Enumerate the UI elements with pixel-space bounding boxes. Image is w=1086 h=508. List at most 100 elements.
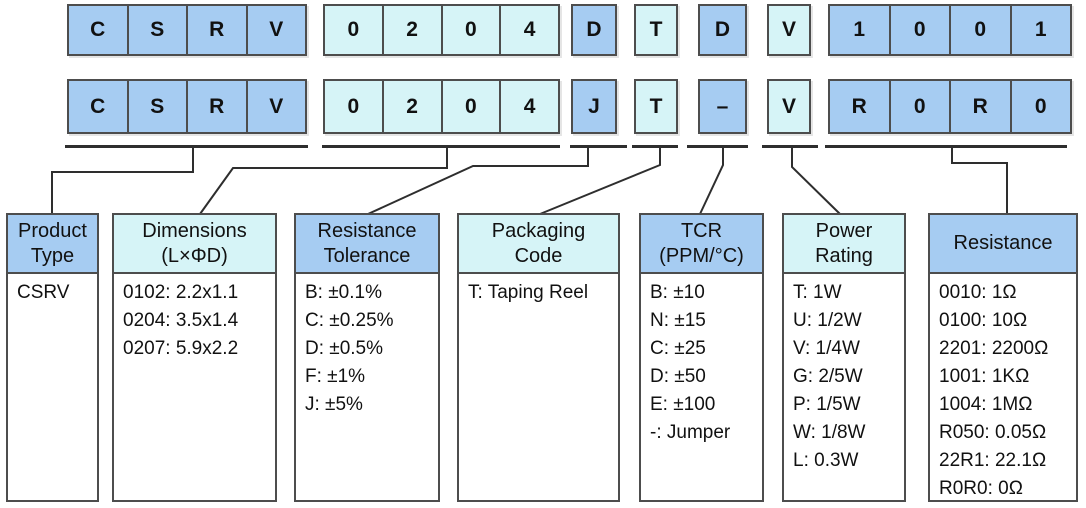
- code-cell: V: [245, 6, 305, 54]
- field-box-title-line: Resistance: [953, 232, 1053, 254]
- field-box-title-line: (L×ΦD): [161, 244, 228, 267]
- code-cell: J: [573, 81, 615, 132]
- field-box-values: T: Taping Reel: [459, 274, 618, 307]
- field-box-value: B: ±10: [650, 282, 705, 303]
- field-box-title-line: Packaging: [491, 219, 586, 242]
- code-group-row1-seg6: V: [767, 4, 811, 56]
- code-group-row1-seg4: T: [634, 4, 678, 56]
- field-box-value: D: ±50: [650, 366, 706, 387]
- field-box-values: B: ±0.1%C: ±0.25%D: ±0.5%F: ±1%J: ±5%: [296, 274, 438, 419]
- code-cell: C: [69, 81, 127, 132]
- code-cell: 0: [888, 6, 949, 54]
- connector-line: [539, 148, 661, 215]
- code-underline-segment: [825, 145, 1067, 148]
- field-box-title: TCR(PPM/°C): [641, 215, 762, 274]
- code-underline-segment: [762, 145, 818, 148]
- code-cell: R: [830, 81, 889, 132]
- field-box-value: F: ±1%: [305, 366, 366, 387]
- code-cell: R: [186, 81, 246, 132]
- code-cell: 0: [440, 81, 500, 132]
- code-underline-segment: [570, 145, 627, 148]
- field-box-value: N: ±15: [650, 310, 706, 331]
- field-box-value: V: 1/4W: [793, 338, 860, 359]
- field-box-values: B: ±10 N: ±15 C: ±25 D: ±50 E: ±100 -: Jumper: [641, 274, 762, 447]
- connector-line: [791, 148, 841, 215]
- code-cell: 0: [888, 81, 949, 132]
- code-cell: D: [573, 6, 615, 54]
- field-box-value: -: Jumper: [650, 422, 731, 443]
- code-group-row2-seg3: J: [571, 79, 617, 134]
- field-box-value: R0R0: 0Ω: [939, 478, 1023, 499]
- field-box-value: C: ±25: [650, 338, 706, 359]
- field-box-title-line: Product: [18, 219, 87, 242]
- code-cell: R: [186, 6, 246, 54]
- field-box-value: P: 1/5W: [793, 394, 861, 415]
- field-box-values: CSRV: [8, 274, 97, 307]
- field-box-value: 1001: 1KΩ: [939, 366, 1030, 387]
- field-box-tcr-ppm-c: TCR(PPM/°C) B: ±10 N: ±15 C: ±25 D: ±50 E: ±1…: [639, 213, 764, 502]
- code-underline-segment: [322, 145, 560, 148]
- field-box-value: 0102: 2.2x1.1: [123, 282, 239, 303]
- code-cell: 2: [381, 6, 441, 54]
- code-cell: S: [126, 6, 186, 54]
- connector-line: [51, 148, 194, 214]
- code-cell: 1: [830, 6, 889, 54]
- field-box-value: 0100: 10Ω: [939, 310, 1028, 331]
- field-box-value: E: ±100: [650, 394, 716, 415]
- connector-line: [367, 148, 589, 215]
- code-cell: 0: [325, 6, 382, 54]
- field-box-title: Resistance: [930, 215, 1076, 274]
- field-box-title-line: TCR: [680, 219, 723, 242]
- code-cell: T: [636, 6, 676, 54]
- field-box-value: CSRV: [17, 282, 70, 303]
- code-cell: V: [769, 6, 809, 54]
- field-box-value: T: 1W: [793, 282, 842, 303]
- field-box-value: B: ±0.1%: [305, 282, 382, 303]
- code-cell: 0: [325, 81, 382, 132]
- field-box-title-line: Dimensions: [142, 219, 247, 242]
- field-box-value: G: 2/5W: [793, 366, 863, 387]
- code-cell: D: [700, 6, 745, 54]
- field-box-title-line: Power: [815, 219, 873, 242]
- field-box-title-line: (PPM/°C): [659, 244, 744, 267]
- connector-line: [951, 148, 1008, 214]
- code-group-row1-seg5: D: [698, 4, 747, 56]
- field-box-value: D: ±0.5%: [305, 338, 384, 359]
- code-cell: 2: [381, 81, 441, 132]
- code-cell: S: [126, 81, 186, 132]
- connector-line: [699, 148, 724, 215]
- field-box-value: U: 1/2W: [793, 310, 862, 331]
- code-cell: V: [245, 81, 305, 132]
- code-underline-segment: [687, 145, 748, 148]
- code-cell: 0: [1009, 81, 1070, 132]
- code-cell: 4: [499, 81, 558, 132]
- code-cell: R: [949, 81, 1010, 132]
- code-underline-segment: [632, 145, 678, 148]
- field-box-title-line: Code: [514, 244, 563, 267]
- field-box-value: 0207: 5.9x2.2: [123, 338, 239, 359]
- field-box-value: 0010: 1Ω: [939, 282, 1017, 303]
- field-box-title-line: Resistance: [317, 219, 417, 242]
- code-cell: T: [636, 81, 676, 132]
- field-box-value: T: Taping Reel: [468, 282, 589, 303]
- code-group-row2-seg5: –: [698, 79, 747, 134]
- field-box-value: L: 0.3W: [793, 450, 859, 471]
